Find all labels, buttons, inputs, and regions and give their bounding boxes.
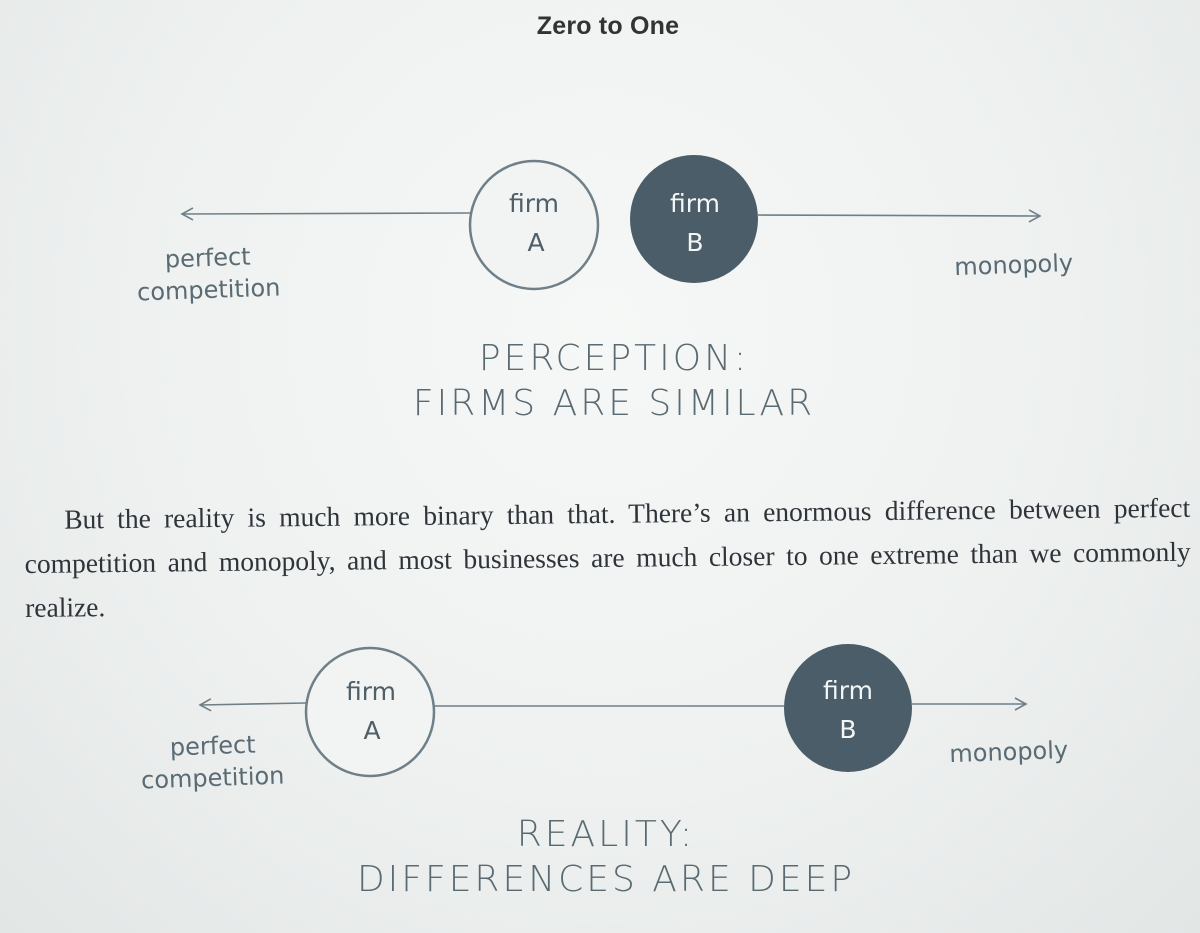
perception-firm-a-circle <box>468 159 600 291</box>
reality-firm-b-letter: B <box>839 715 856 744</box>
perception-right-label: monopoly <box>954 249 1074 281</box>
perception-firm-b-word: firm <box>670 189 720 218</box>
reality-diagram: firm A firm B perfect competition monopo… <box>141 644 1069 794</box>
perception-diagram: firm A firm B perfect competition monopo… <box>137 155 1074 306</box>
reality-caption-line2: DIFFERENCES ARE DEEP <box>356 859 856 900</box>
perception-caption: PERCEPTION: FIRMS ARE SIMILAR <box>0 336 1200 426</box>
reality-right-label: monopoly <box>949 736 1069 768</box>
reality-firm-a-word: firm <box>346 677 396 706</box>
reality-caption-line1: REALITY: <box>516 814 696 855</box>
perception-left-label-line1: perfect <box>164 243 251 274</box>
perception-axis-right <box>757 209 1042 223</box>
reality-caption: REALITY: DIFFERENCES ARE DEEP <box>0 812 1200 902</box>
perception-firm-a-word: firm <box>509 189 559 218</box>
perception-caption-line2: FIRMS ARE SIMILAR <box>412 383 816 424</box>
page-title: Zero to One <box>536 12 680 40</box>
perception-firm-b-circle <box>630 155 758 283</box>
reality-firm-b-circle <box>784 644 912 772</box>
perception-firm-b-letter: B <box>686 228 703 257</box>
reality-axis-left <box>198 698 307 712</box>
reality-firm-b-word: firm <box>823 676 873 705</box>
reality-firm-a-letter: A <box>363 716 380 745</box>
perception-caption-line1: PERCEPTION: <box>478 338 750 379</box>
perception-axis-left <box>180 207 471 221</box>
perception-firm-a-letter: A <box>527 228 544 257</box>
perception-left-label-line2: competition <box>137 274 281 307</box>
reality-left-label-line2: competition <box>141 762 285 795</box>
reality-left-label-line1: perfect <box>169 731 256 762</box>
body-paragraph: But the reality is much more binary than… <box>24 491 1191 623</box>
reality-firm-a-circle <box>304 646 436 778</box>
